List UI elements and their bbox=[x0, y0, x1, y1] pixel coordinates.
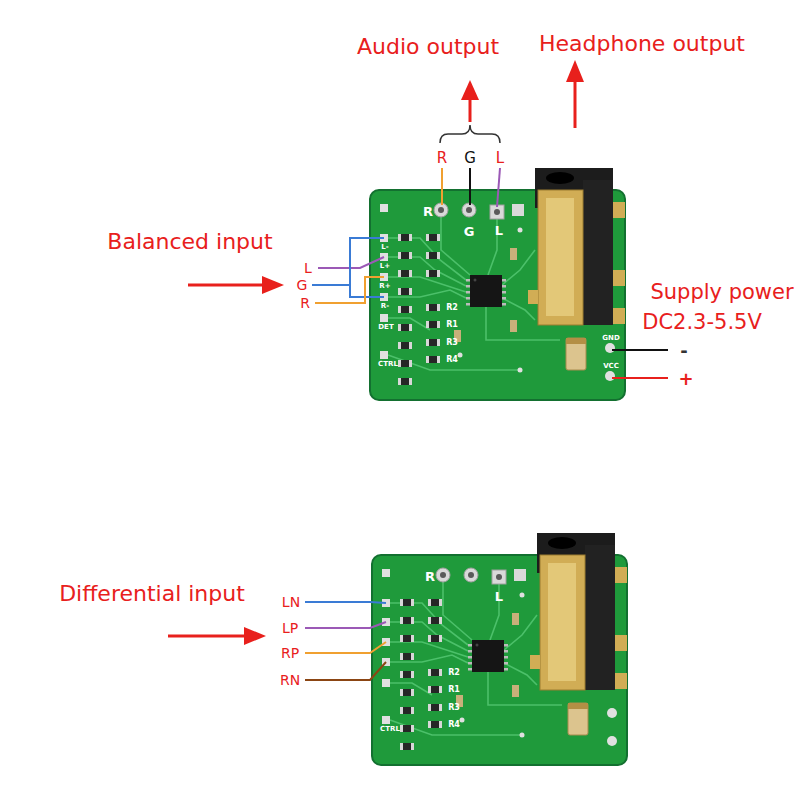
wire bbox=[441, 168, 443, 205]
signal-name: RN bbox=[280, 673, 300, 687]
polarity-sign: + bbox=[678, 370, 693, 388]
silkscreen-label: R bbox=[425, 570, 435, 583]
silkscreen-label: R1 bbox=[448, 686, 460, 694]
arrow-head bbox=[461, 80, 479, 100]
silkscreen-label: L bbox=[495, 590, 503, 603]
wire bbox=[305, 642, 386, 653]
pcb-board bbox=[372, 533, 627, 765]
wire-label: G bbox=[297, 278, 308, 292]
wire bbox=[305, 662, 386, 680]
silkscreen-label: R2 bbox=[446, 304, 458, 312]
wire-label: G bbox=[464, 151, 476, 166]
signal-name: LN bbox=[282, 595, 300, 609]
callout-text: Audio output bbox=[357, 36, 499, 58]
wire bbox=[350, 238, 384, 297]
callout-text: Headphone output bbox=[539, 33, 745, 55]
wire bbox=[612, 377, 668, 379]
arrow-shaft bbox=[574, 80, 577, 128]
silkscreen-label: R+ bbox=[379, 283, 390, 290]
wire-label: R bbox=[437, 151, 447, 166]
wire bbox=[497, 168, 500, 207]
silkscreen-label: R1 bbox=[446, 321, 458, 329]
silkscreen-label: R4 bbox=[448, 721, 460, 729]
wire bbox=[305, 602, 386, 603]
silkscreen-label: R- bbox=[381, 303, 389, 310]
silkscreen-label: R3 bbox=[448, 704, 460, 712]
silkscreen-label: CTRL bbox=[378, 361, 398, 368]
wire bbox=[315, 277, 384, 303]
pcb-board bbox=[370, 168, 625, 400]
silkscreen-label: R2 bbox=[448, 669, 460, 677]
silkscreen-label: L+ bbox=[380, 263, 390, 270]
signal-name: RP bbox=[281, 646, 299, 660]
arrow-shaft bbox=[188, 284, 264, 287]
wire bbox=[469, 168, 471, 205]
polarity-sign: - bbox=[680, 342, 687, 360]
arrow-shaft bbox=[469, 98, 472, 122]
wire bbox=[305, 622, 386, 628]
arrow-head bbox=[262, 276, 284, 294]
silkscreen-label: L- bbox=[381, 244, 388, 251]
wire-label: L bbox=[304, 261, 312, 275]
silkscreen-label: VCC bbox=[603, 363, 619, 370]
silkscreen-label: L bbox=[495, 224, 503, 237]
callout-text: DC2.3-5.5V bbox=[642, 312, 762, 333]
silkscreen-label: G bbox=[464, 225, 475, 238]
wire bbox=[312, 284, 350, 286]
silkscreen-label: GND bbox=[602, 335, 619, 342]
silkscreen-label: CTRL bbox=[380, 726, 400, 733]
callout-text: Balanced input bbox=[107, 231, 272, 253]
silkscreen-label: R3 bbox=[446, 339, 458, 347]
arrow-head bbox=[566, 60, 584, 82]
signal-name: LP bbox=[282, 621, 298, 635]
wire-label: L bbox=[496, 151, 504, 166]
callout-text: Supply power bbox=[650, 282, 793, 303]
arrow-head bbox=[244, 627, 266, 645]
silkscreen-label: R4 bbox=[446, 356, 458, 364]
brace bbox=[440, 125, 500, 143]
wire bbox=[612, 349, 668, 351]
silkscreen-label: R bbox=[423, 205, 433, 218]
wire-label: R bbox=[300, 296, 310, 310]
callout-text: Differential input bbox=[59, 583, 245, 605]
silkscreen-label: DET bbox=[378, 324, 393, 331]
arrow-shaft bbox=[168, 635, 246, 638]
